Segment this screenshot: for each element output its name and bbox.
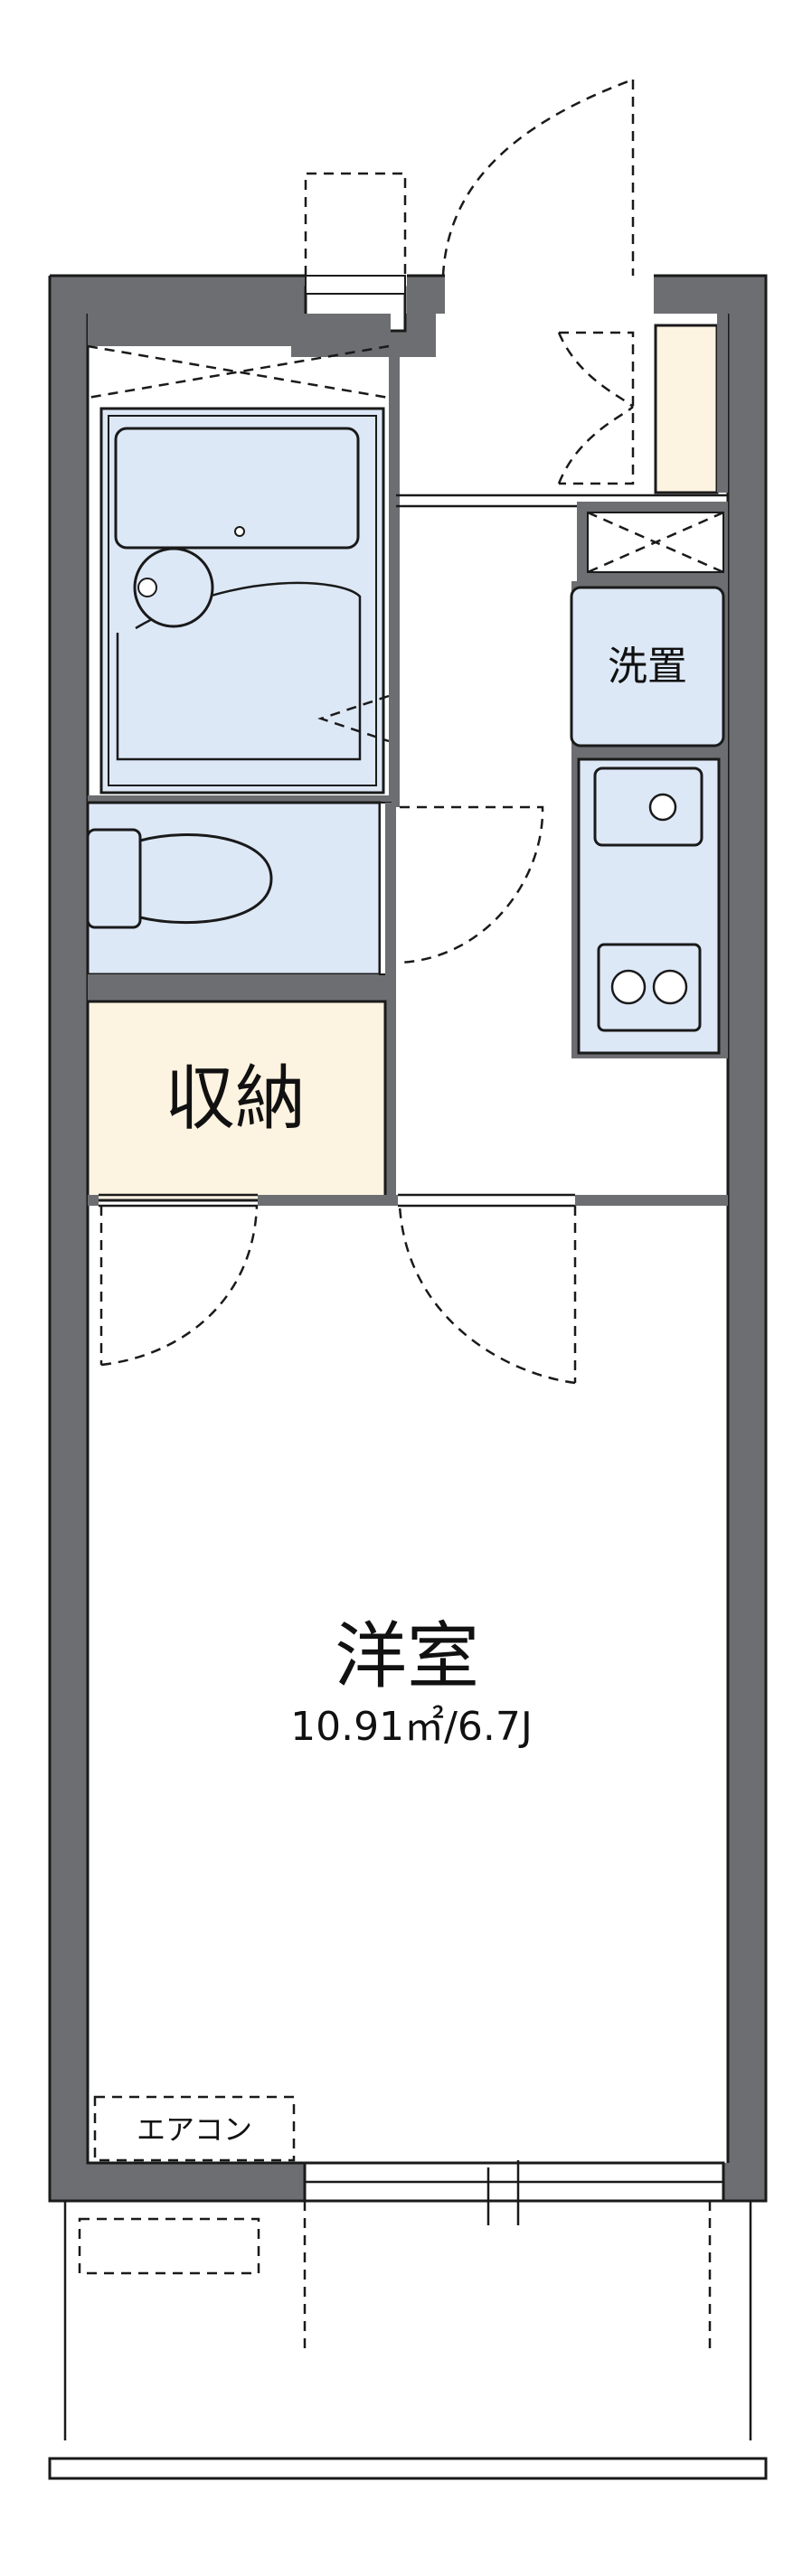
main-room-area: 10.91㎡/6.7J — [290, 1704, 533, 1750]
shoe-cabinet — [654, 324, 719, 494]
kitchen — [571, 753, 728, 1058]
toilet-bowl-icon — [138, 833, 273, 925]
window-handle-icon — [486, 2160, 520, 2225]
shoe-area — [557, 314, 728, 581]
kitchen-sink — [593, 766, 703, 847]
top-wall-right — [654, 276, 766, 314]
aircon: エアコン — [93, 2095, 296, 2162]
burner-icon — [610, 969, 647, 1005]
laundry-space — [570, 586, 725, 747]
bathroom — [87, 314, 400, 807]
outdoor-unit-space — [78, 2217, 260, 2275]
balcony-rail — [48, 2457, 768, 2480]
storage-area — [86, 1000, 387, 1202]
toilet-door-swing — [399, 805, 544, 964]
balcony — [48, 2201, 768, 2480]
top-wall-mid — [407, 276, 445, 314]
bottom-wall-left — [50, 2163, 305, 2201]
main-room: 洋室 10.91㎡/6.7J — [290, 1614, 533, 1750]
stove — [597, 943, 702, 1032]
balcony-window — [303, 2160, 725, 2225]
laundry: 洗置 — [570, 581, 728, 753]
room-door-swing — [398, 1205, 577, 1385]
burner-icon — [652, 969, 688, 1005]
aircon-label: エアコン — [137, 2112, 252, 2147]
right-wall — [728, 276, 766, 2201]
bathtub — [114, 427, 360, 550]
storage: 収納 — [86, 803, 396, 1202]
left-wall — [50, 276, 88, 2201]
entrance-door-swing — [304, 78, 635, 277]
sink-basin — [133, 547, 214, 628]
storage-label: 収納 — [165, 1058, 306, 1140]
bottom-wall-right — [723, 2163, 766, 2201]
top-wall-left — [50, 276, 306, 314]
laundry-label: 洗置 — [608, 644, 687, 690]
main-room-partition — [88, 1193, 728, 1385]
main-room-label: 洋室 — [335, 1614, 479, 1698]
toilet-tank — [86, 828, 142, 929]
closet-door-swing — [99, 1205, 259, 1367]
exterior-walls — [50, 276, 766, 2201]
toilet-room — [86, 795, 392, 1001]
